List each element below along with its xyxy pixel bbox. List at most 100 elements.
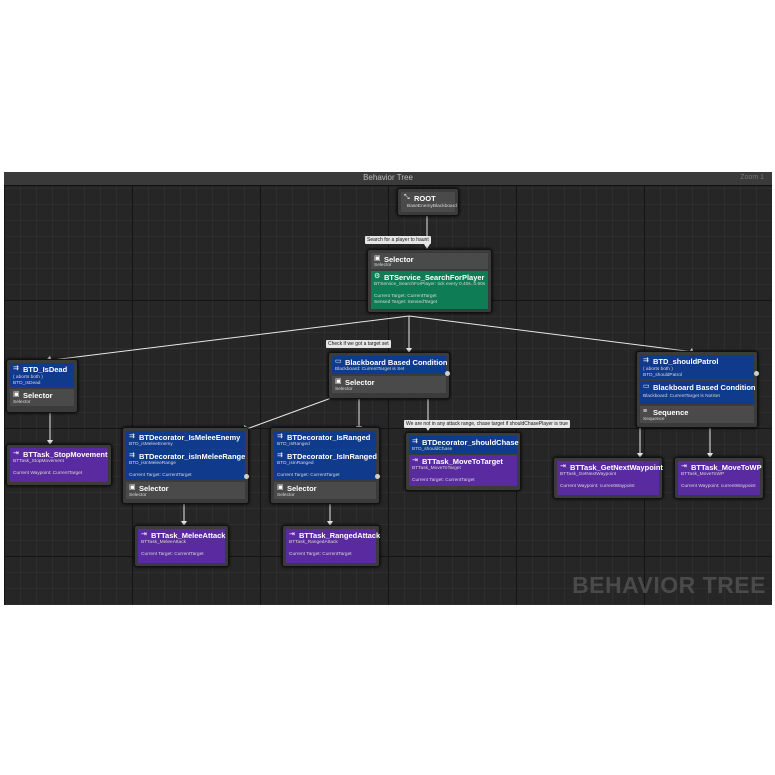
behavior-tree-graph[interactable]: Behavior Tree Zoom 1 (4, 172, 772, 605)
blackboard-icon: ▭ (335, 358, 342, 365)
graph-title: Behavior Tree (363, 173, 413, 182)
ranged-selector-sub: Selector (277, 493, 295, 498)
task-icon: ⇥ (13, 450, 19, 457)
ranged-selector-title: Selector (287, 484, 317, 493)
melee-selector-title: Selector (139, 484, 169, 493)
ranged-dec1-sub: BTD_IsRanged (277, 442, 310, 447)
patrol-aborts: ( aborts both ) (643, 367, 673, 372)
decorator-icon: ⇉ (129, 433, 135, 440)
comment-check: Check if we got a target set (326, 340, 391, 348)
stopmove-line: Current Waypoint: CurrentTarget (13, 471, 83, 476)
service-search-for-player[interactable]: ⚙ BTService_SearchForPlayer BTService_Se… (371, 271, 488, 309)
patrol-seq-title: Sequence (653, 408, 689, 417)
patrol-seq-sub: Sequence (643, 417, 665, 422)
isdead-title: BTD_IsDead (23, 365, 68, 374)
stopmove-title: BTTask_StopMovement (23, 450, 108, 459)
selector-main-sub: Selector (374, 263, 392, 268)
root-title: ROOT (414, 194, 436, 203)
decorator-icon: ⇉ (129, 452, 135, 459)
wire-selector-patrol (408, 315, 695, 353)
melee-dec1-sub: BTD_isMeleeEnemy (129, 442, 173, 447)
chase-task-sub: BTTask_MoveToTarget (412, 466, 461, 471)
zoom-label: Zoom 1 (740, 174, 764, 181)
graph-title-bar: Behavior Tree Zoom 1 (4, 172, 772, 186)
movetowp-node[interactable]: ⇥ BTTask_MoveToWP BTTask_MoveToWP Curren… (674, 457, 764, 499)
selector-icon: ▣ (13, 391, 20, 398)
bb-mid-selector-title: Selector (345, 378, 375, 387)
selector-main-title: Selector (384, 255, 414, 264)
isdead-aborts: ( aborts both ) (13, 375, 43, 380)
selector-icon: ▣ (335, 378, 342, 385)
movewp-line: Current Waypoint: currentWaypoint (681, 484, 756, 489)
pin (244, 474, 249, 479)
decorator-icon: ⇉ (13, 365, 19, 372)
isdead-sub: BTD_IsDead (13, 381, 41, 386)
ranged-dec1-title: BTDecorator_IsRanged (287, 433, 371, 442)
chase-dec-title: BTDecorator_shouldChase (422, 438, 519, 447)
bb-mid-title: Blackboard Based Condition (345, 358, 448, 367)
behavior-tree-watermark: BEHAVIOR TREE (572, 572, 766, 598)
decorator-icon: ⇉ (412, 438, 418, 445)
melee-decorators-node[interactable]: ⇉ BTDecorator_IsMeleeEnemy BTD_isMeleeEn… (122, 427, 249, 504)
blackboard-selector-node[interactable]: ▭ Blackboard Based Condition Blackboard:… (328, 352, 450, 399)
stopmove-sub: BTTask_StopMovement (13, 459, 64, 464)
meleeattack-node[interactable]: ⇥ BTTask_MeleeAttack BTTask_MeleeAttack … (134, 525, 229, 567)
melee-selector-sub: Selector (129, 493, 147, 498)
selector-icon: ▣ (277, 484, 284, 491)
decorator-icon: ⇉ (277, 433, 283, 440)
decorator-icon: ⇉ (643, 357, 649, 364)
ranged-dec2-title: BTDecorator_IsInRanged (287, 452, 378, 461)
patrol-title: BTD_shouldPatrol (653, 357, 719, 366)
stopmovement-node[interactable]: ⇥ BTTask_StopMovement BTTask_StopMovemen… (6, 444, 112, 486)
pin (375, 474, 380, 479)
comment-search: Search for a player to haunt (365, 236, 431, 244)
service-line2: Sensed Target: SensedTarget (374, 300, 438, 305)
ranged-dec2-line: Current Target: CurrentTarget (277, 473, 340, 478)
patrol-node[interactable]: ⇉ BTD_shouldPatrol ( aborts both ) BTD_s… (636, 351, 758, 428)
task-icon: ⇥ (681, 463, 687, 470)
wire-bb-melee (243, 396, 335, 431)
melee-dec2-sub: BTD_isInMeleeRange (129, 461, 176, 466)
chase-dec-sub: BTD_shouldChase (412, 447, 453, 452)
meleeatk-sub: BTTask_MeleeAttack (141, 540, 187, 545)
melee-dec2-line: Current Target: CurrentTarget (129, 473, 192, 478)
task-icon: ⇥ (141, 531, 147, 538)
blackboard-icon: ▭ (643, 383, 650, 390)
root-node[interactable]: ⤡ ROOT BaseEnemyBlackboard (397, 188, 459, 216)
selector-icon: ▣ (129, 484, 136, 491)
chase-task-title: BTTask_MoveToTarget (422, 457, 503, 466)
service-icon: ⚙ (374, 273, 381, 280)
rangedattack-node[interactable]: ⇥ BTTask_RangedAttack BTTask_RangedAttac… (282, 525, 380, 567)
nextwp-sub: BTTask_GetNextWaypoint (560, 472, 617, 477)
wire-selector-isdead (51, 315, 410, 361)
sequence-icon: ≡ (643, 408, 648, 415)
root-icon: ⤡ (404, 194, 410, 201)
chase-node[interactable]: ⇉ BTDecorator_shouldChase BTD_shouldChas… (405, 432, 521, 491)
patrol-sub: BTD_shouldPatrol (643, 373, 682, 378)
rangedatk-title: BTTask_RangedAttack (299, 531, 381, 540)
getnextwaypoint-node[interactable]: ⇥ BTTask_GetNextWaypoint BTTask_GetNextW… (553, 457, 663, 499)
patrol-bb-title: Blackboard Based Condition (653, 383, 756, 392)
pin (754, 371, 759, 376)
bb-mid-selector-sub: Selector (335, 387, 353, 392)
meleeatk-line: Current Target: CurrentTarget (141, 552, 204, 557)
selector-icon: ▣ (374, 255, 381, 262)
pin (445, 371, 450, 376)
meleeatk-title: BTTask_MeleeAttack (151, 531, 226, 540)
rangedatk-sub: BTTask_RangedAttack (289, 540, 338, 545)
nextwp-title: BTTask_GetNextWaypoint (570, 463, 663, 472)
task-icon: ⇥ (289, 531, 295, 538)
isdead-node[interactable]: ⇉ BTD_IsDead ( aborts both ) BTD_IsDead … (6, 359, 78, 413)
service-title: BTService_SearchForPlayer (384, 273, 485, 282)
nextwp-line: Current Waypoint: currentWaypoint (560, 484, 635, 489)
ranged-dec2-sub: BTD_isInRanged (277, 461, 314, 466)
chase-task-line: Current Target: CurrentTarget (412, 478, 475, 483)
bb-mid-sub: Blackboard: CurrentTarget is Set (335, 367, 405, 372)
ranged-decorators-node[interactable]: ⇉ BTDecorator_IsRanged BTD_IsRanged ⇉ BT… (270, 427, 380, 504)
movewp-title: BTTask_MoveToWP (691, 463, 762, 472)
decorator-icon: ⇉ (277, 452, 283, 459)
selector-main-node[interactable]: ▣ Selector Selector ⚙ BTService_SearchFo… (367, 249, 492, 313)
rangedatk-line: Current Target: CurrentTarget (289, 552, 352, 557)
melee-dec2-title: BTDecorator_isInMeleeRange (139, 452, 246, 461)
task-icon: ⇥ (560, 463, 566, 470)
